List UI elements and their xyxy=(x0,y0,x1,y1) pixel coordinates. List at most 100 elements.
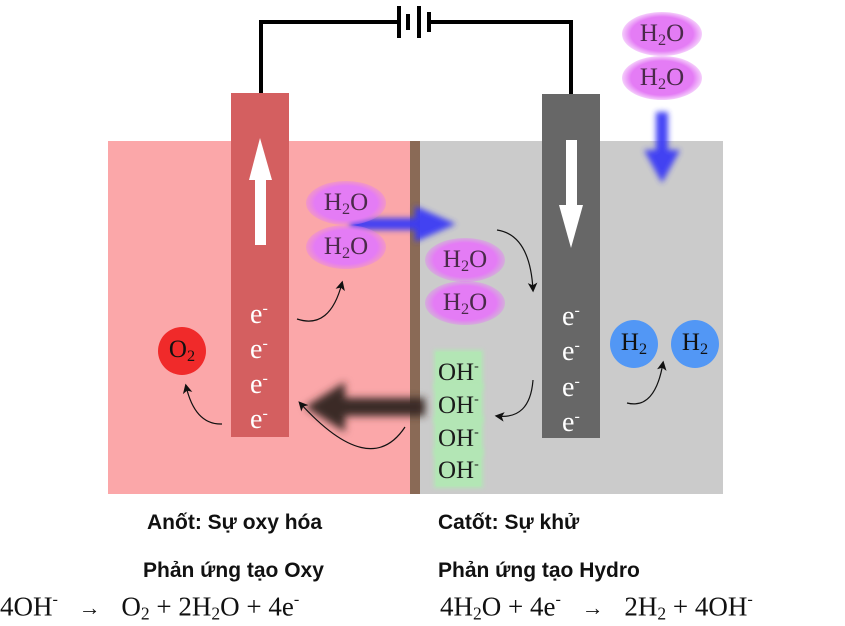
eq-term: O + 4e xyxy=(481,591,556,622)
electron: e- xyxy=(562,403,580,437)
water-formula-tail: O xyxy=(469,289,488,316)
hydrogen-symbol: H xyxy=(681,329,700,356)
water-formula-tail: O xyxy=(666,20,685,47)
eq-charge: - xyxy=(555,590,561,608)
oxygen-symbol: O xyxy=(168,336,187,363)
hydroxide-symbol: OH xyxy=(438,392,475,419)
electron: e- xyxy=(562,368,580,402)
eq-term: O + 4e xyxy=(220,591,294,622)
membrane xyxy=(410,141,420,494)
hydroxide-charge: - xyxy=(474,359,479,374)
eq-charge: - xyxy=(52,590,58,608)
electron-charge: - xyxy=(574,302,580,319)
eq-term: 2H xyxy=(624,591,658,622)
electron-charge: - xyxy=(262,405,268,422)
reaction-arrow: → xyxy=(581,595,604,621)
hydroxide-symbol: OH xyxy=(438,457,475,484)
water-formula-sub: 2 xyxy=(657,31,667,50)
hydroxide-symbol: OH xyxy=(438,425,475,452)
electron-charge: - xyxy=(262,370,268,387)
electron-symbol: e xyxy=(562,372,575,403)
electron: e- xyxy=(250,330,268,364)
hydroxide-symbol: OH xyxy=(438,359,475,386)
electron-symbol: e xyxy=(250,369,263,400)
anode-title: Anốt: Sự oxy hóa xyxy=(147,511,323,534)
hydrogen-subscript: 2 xyxy=(638,340,648,359)
water-molecule: H2O xyxy=(306,181,386,225)
water-molecule: H2O xyxy=(425,238,505,282)
water-formula-base: H xyxy=(639,20,658,47)
eq-term: 4OH xyxy=(0,591,53,622)
hydrogen-subscript: 2 xyxy=(699,340,709,359)
electron: e- xyxy=(562,297,580,331)
eq-sub: 2 xyxy=(473,603,482,624)
water-formula-sub: 2 xyxy=(341,244,351,263)
electron-charge: - xyxy=(574,408,580,425)
eq-charge: - xyxy=(747,590,753,608)
eq-sub: 2 xyxy=(657,603,667,624)
electron-symbol: e xyxy=(562,407,575,438)
water-formula-tail: O xyxy=(350,189,369,216)
electron-charge: - xyxy=(262,335,268,352)
water-inflow-down-arrow xyxy=(644,112,680,183)
battery-icon xyxy=(397,6,431,38)
anode-reaction-title: Phản ứng tạo Oxy xyxy=(143,559,324,582)
hydroxide-ion: OH- xyxy=(436,450,481,486)
electron: e- xyxy=(250,365,268,399)
oxygen-molecule: O2 xyxy=(158,327,206,375)
cathode-electron-down-arrow xyxy=(559,140,583,248)
eq-charge: - xyxy=(293,590,300,608)
hydroxide-ion: OH- xyxy=(436,418,481,454)
electron-charge: - xyxy=(574,373,580,390)
water-formula-sub: 2 xyxy=(460,257,470,276)
hydrogen-molecule: H2 xyxy=(671,320,719,368)
electron-symbol: e xyxy=(562,301,575,332)
circuit-wire xyxy=(259,20,573,95)
water-molecule: H2O xyxy=(622,56,702,100)
cathode-reaction-title: Phản ứng tạo Hydro xyxy=(438,559,640,582)
water-molecule: H2O xyxy=(622,12,702,56)
hydrogen-symbol: H xyxy=(620,329,639,356)
eq-sub: 2 xyxy=(140,603,150,624)
water-formula-sub: 2 xyxy=(657,75,667,94)
cathode-title: Catốt: Sự khử xyxy=(438,511,580,534)
water-formula-tail: O xyxy=(469,246,488,273)
eq-term: 4H xyxy=(440,591,473,622)
reaction-curved-arrows xyxy=(182,229,667,450)
anode-equation: 4OH- → O2 + 2H2O + 4e- xyxy=(0,590,299,625)
electron-charge: - xyxy=(574,337,580,354)
eq-term: O xyxy=(121,591,141,622)
electron-symbol: e xyxy=(250,334,263,365)
water-formula-base: H xyxy=(442,289,461,316)
water-molecule: H2O xyxy=(306,225,386,269)
water-formula-tail: O xyxy=(350,233,369,260)
water-formula-tail: O xyxy=(666,64,685,91)
water-molecule: H2O xyxy=(425,281,505,325)
water-formula-base: H xyxy=(442,246,461,273)
water-formula-sub: 2 xyxy=(460,300,470,319)
electron-symbol: e xyxy=(562,336,575,367)
electron-charge: - xyxy=(262,300,268,317)
cathode-equation: 4H2O + 4e- → 2H2 + 4OH- xyxy=(440,590,753,625)
eq-term: + 4OH xyxy=(666,591,748,622)
hydroxide-ion: OH- xyxy=(436,352,481,388)
water-formula-base: H xyxy=(323,189,342,216)
eq-sub: 2 xyxy=(211,603,221,624)
hydrogen-molecule: H2 xyxy=(610,320,658,368)
hydroxide-charge: - xyxy=(474,392,479,407)
hydroxide-migration-arrow xyxy=(305,382,425,432)
reaction-arrow: → xyxy=(78,595,101,621)
water-formula-sub: 2 xyxy=(341,200,351,219)
electron-symbol: e xyxy=(250,299,263,330)
hydroxide-charge: - xyxy=(474,425,479,440)
oxygen-subscript: 2 xyxy=(186,347,196,366)
eq-term: + 2H xyxy=(149,591,212,622)
electron: e- xyxy=(250,400,268,434)
hydroxide-ion: OH- xyxy=(436,385,481,421)
electron: e- xyxy=(250,295,268,329)
electron-symbol: e xyxy=(250,404,263,435)
water-formula-base: H xyxy=(323,233,342,260)
water-formula-base: H xyxy=(639,64,658,91)
hydroxide-charge: - xyxy=(474,457,479,472)
